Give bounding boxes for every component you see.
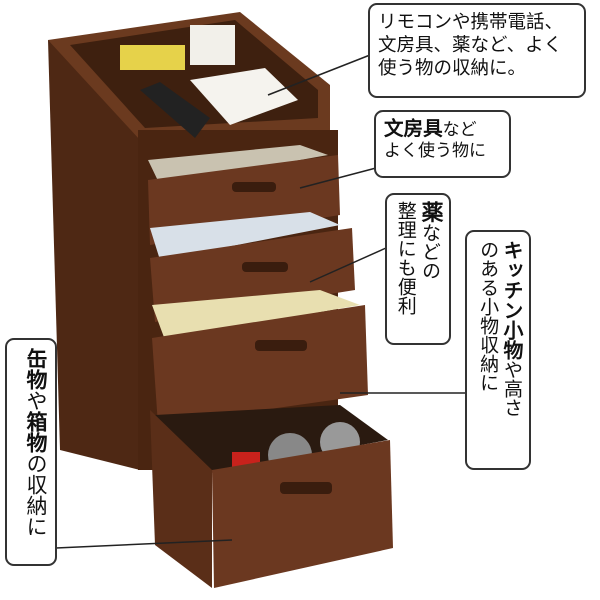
leader-line-drawer-4 bbox=[55, 539, 233, 549]
leader-line-drawer-1 bbox=[299, 167, 377, 189]
remote-control bbox=[140, 82, 210, 138]
callout-drawer-1-text2: よく使う物に bbox=[384, 141, 486, 162]
callout-drawer-2-text2: 整理にも便利 bbox=[394, 201, 417, 315]
callout-drawer-3-text1: や高さ bbox=[501, 359, 523, 417]
callout-drawer-3: キッチン小物や高さ のある小物収納に bbox=[465, 230, 531, 470]
cabinet-side-panel bbox=[48, 40, 140, 470]
leader-line-drawer-2 bbox=[309, 247, 387, 283]
white-box bbox=[190, 68, 298, 125]
callout-drawer-4-bold1: 缶物 bbox=[24, 348, 48, 390]
callout-drawer-3-text2: のある小物収納に bbox=[477, 240, 500, 392]
leader-lines bbox=[55, 54, 466, 549]
callout-drawer-1-bold: 文房具 bbox=[384, 117, 443, 140]
callout-drawer-1: 文房具など よく使う物に bbox=[374, 110, 511, 178]
callout-top: リモコンや携帯電話、文房具、薬など、よく使う物の収納に。 bbox=[368, 3, 586, 98]
callout-drawer-2-bold: 薬 bbox=[418, 201, 443, 223]
drawer-3-interior bbox=[152, 290, 360, 340]
callout-drawer-4: 缶物や箱物の収納に bbox=[5, 338, 57, 566]
drawer-2-front bbox=[150, 228, 355, 322]
drawer-4-front bbox=[212, 440, 393, 588]
storage-tray bbox=[120, 45, 185, 70]
callout-drawer-2: 薬などの 整理にも便利 bbox=[385, 193, 451, 345]
drawer-2-interior bbox=[150, 212, 340, 260]
tissue-box bbox=[190, 25, 235, 65]
callout-drawer-4-bold2: 箱物 bbox=[24, 411, 48, 453]
drawer-3-front bbox=[152, 305, 368, 425]
callout-drawer-2-text1: などの bbox=[419, 222, 441, 280]
leader-line-top bbox=[267, 54, 371, 96]
drawer-3-handle bbox=[255, 340, 307, 351]
drawer-4-interior bbox=[155, 405, 388, 475]
callout-top-text: リモコンや携帯電話、文房具、薬など、よく使う物の収納に。 bbox=[378, 12, 564, 80]
callout-drawer-1-text1: など bbox=[442, 120, 477, 140]
callout-drawer-3-bold: キッチン小物 bbox=[500, 240, 524, 360]
drawer-2-handle bbox=[242, 262, 288, 272]
callout-drawer-4-text1: や bbox=[24, 390, 48, 411]
drawer-1-handle bbox=[232, 182, 276, 192]
drawer-4-handle bbox=[280, 482, 332, 494]
callout-drawer-4-text2: の収納に bbox=[24, 453, 48, 537]
